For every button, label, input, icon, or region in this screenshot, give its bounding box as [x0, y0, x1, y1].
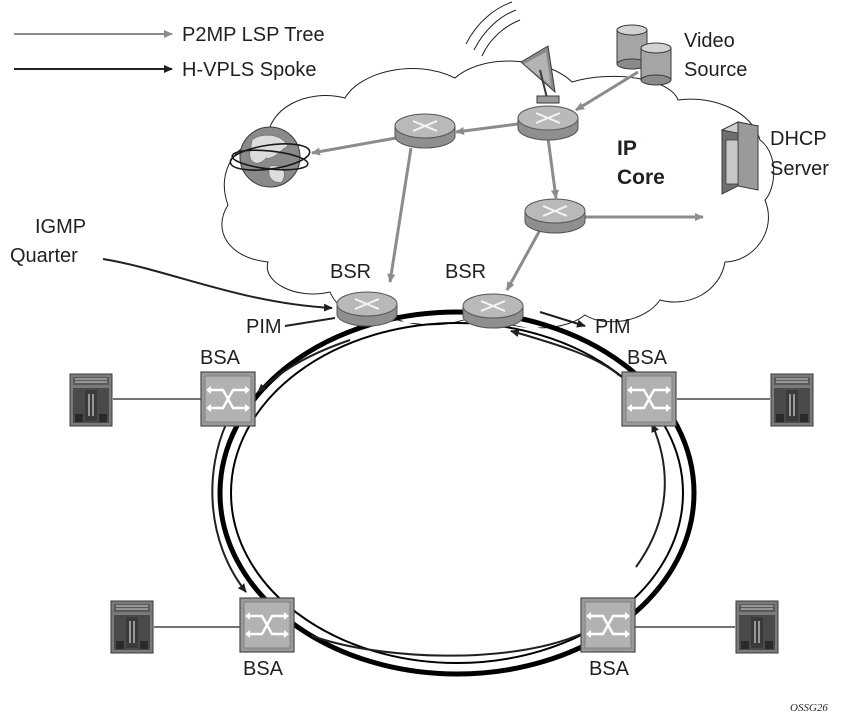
router-icon-middle [524, 198, 586, 234]
ip-core-label-line1: IP [617, 137, 637, 160]
server-icon-bottom-right [735, 600, 779, 654]
video-source-label-line1: Video [684, 30, 735, 52]
dhcp-server-label-line2: Server [770, 158, 829, 180]
legend-hvpls-label: H-VPLS Spoke [182, 59, 317, 81]
server-icon-bottom-left [110, 600, 154, 654]
switch-icon-bsa-top-left [199, 370, 257, 428]
figure-id: OSSG26 [790, 702, 828, 714]
bsa-top-left-label: BSA [200, 347, 241, 369]
pim-right-label: PIM [595, 316, 631, 338]
p2mp-lsp-tree [311, 70, 704, 291]
globe-icon [229, 126, 311, 188]
database-icon [616, 24, 672, 86]
dhcp-server-icon [720, 121, 760, 195]
hvpls-spokes [211, 329, 666, 657]
access-links [113, 398, 770, 628]
pim-left-arrow [284, 317, 336, 327]
router-icon-bsr-right [462, 293, 524, 329]
ip-core-label-line2: Core [617, 166, 665, 189]
bsa-top-right-label: BSA [627, 347, 668, 369]
dhcp-server-label-line1: DHCP [770, 128, 827, 150]
ring-outer [217, 309, 697, 677]
bsr-right-label: BSR [445, 261, 486, 283]
ip-core-cloud [221, 60, 775, 329]
server-icon-top-left [69, 373, 113, 427]
pim-left-label: PIM [246, 316, 282, 338]
router-icon-video [517, 105, 579, 141]
switch-icon-bsa-bottom-left [238, 596, 296, 654]
igmp-quarter-label-line2: Quarter [10, 245, 78, 267]
legend-p2mp-label: P2MP LSP Tree [182, 24, 325, 46]
bsr-left-label: BSR [330, 261, 371, 283]
ring-inner [230, 322, 684, 664]
router-icon-top-left [394, 113, 456, 149]
switch-icon-bsa-top-right [620, 370, 678, 428]
router-icon-bsr-left [336, 291, 398, 327]
bsa-bottom-right-label: BSA [589, 658, 630, 680]
switch-icon-bsa-bottom-right [579, 596, 637, 654]
satellite-dish-icon [465, 1, 560, 104]
igmp-quarter-arrow [102, 258, 333, 312]
pim-right-arrow [539, 311, 586, 328]
video-source-label-line2: Source [684, 59, 747, 81]
bsa-bottom-left-label: BSA [243, 658, 284, 680]
igmp-quarter-label-line1: IGMP [35, 216, 86, 238]
server-icon-top-right [770, 373, 814, 427]
